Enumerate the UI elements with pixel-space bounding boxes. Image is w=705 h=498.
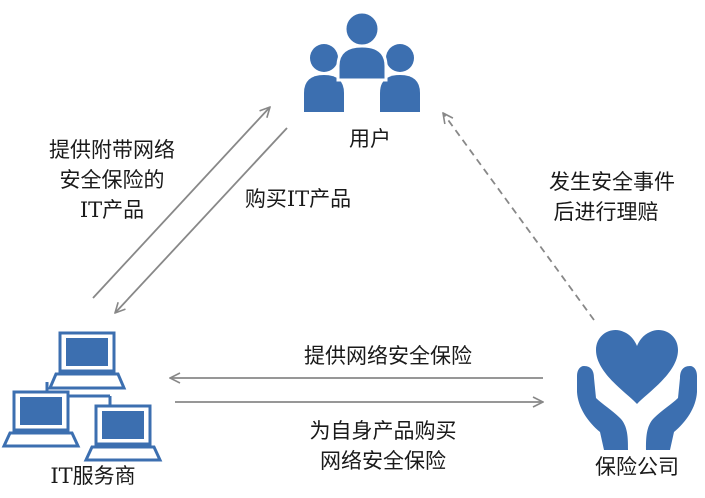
user-group-icon (304, 10, 420, 112)
insurer-label: 保险公司 (595, 455, 679, 479)
edge-label-line: 发生安全事件 (549, 170, 675, 194)
edge-label-insurer-to-user: 发生安全事件 后进行理赔 (549, 170, 675, 224)
edge-label-line: 提供附带网络 (49, 138, 175, 162)
edge-label-line: 安全保险的 (60, 168, 165, 192)
computer-icon (47, 331, 127, 390)
edge-label-line: IT产品 (80, 198, 144, 222)
edge-label-line: 后进行理赔 (554, 200, 659, 224)
edge-label-provider-to-insurer: 为自身产品购买 网络安全保险 (310, 419, 457, 473)
edge-label-provider-to-user: 提供附带网络 安全保险的 IT产品 (49, 138, 175, 222)
computer-network-icon (1, 331, 163, 462)
edge-label-line: 为自身产品购买 (310, 419, 457, 443)
arrow-user-to-provider (115, 127, 288, 313)
arrow-insurer-to-user-dashed (443, 113, 595, 321)
heart-in-hands-icon (577, 330, 697, 450)
arrow-provider-to-user (92, 107, 270, 299)
edge-label-user-to-provider: 购买IT产品 (245, 187, 351, 211)
it-provider-label: IT服务商 (50, 464, 135, 488)
computer-icon (83, 404, 163, 462)
computer-icon (1, 390, 81, 448)
edge-label-insurer-to-provider: 提供网络安全保险 (304, 344, 472, 368)
edge-label-line: 网络安全保险 (320, 449, 446, 473)
user-label: 用户 (349, 127, 391, 151)
